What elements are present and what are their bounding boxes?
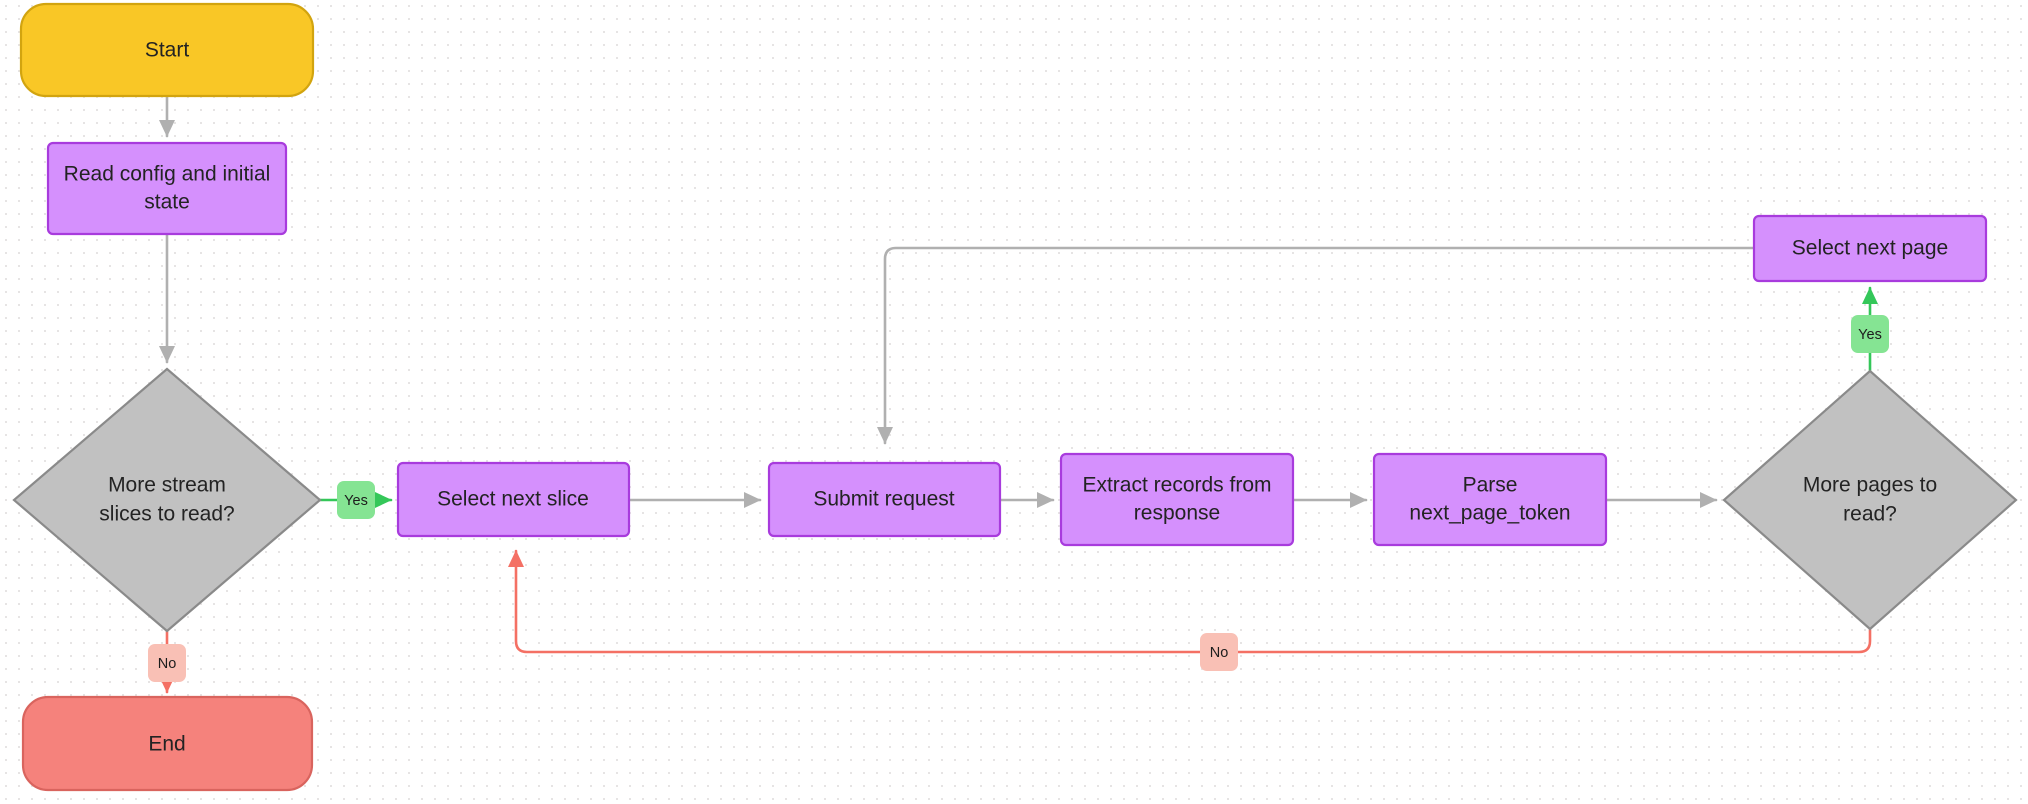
edges-layer (158, 95, 1879, 694)
node-more-slices-shape[interactable] (12, 367, 322, 633)
edge-label-no-more-slices-box[interactable] (148, 644, 186, 682)
edge-label-no-more-pages-box[interactable] (1200, 633, 1238, 671)
node-parse-token[interactable]: Parse next_page_token (1372, 452, 1608, 547)
nodes-layer: Start Read config and initial state More… (12, 2, 2018, 792)
node-start-shape[interactable] (19, 2, 315, 98)
edge-label-no-more-slices[interactable]: No (148, 644, 186, 682)
node-more-pages-shape[interactable] (1722, 369, 2018, 631)
node-extract[interactable]: Extract records from response (1059, 452, 1295, 547)
node-next-page[interactable]: Select next page (1752, 214, 1988, 283)
node-submit[interactable]: Submit request (767, 461, 1002, 538)
node-end[interactable]: End (21, 695, 314, 792)
node-extract-shape[interactable] (1059, 452, 1295, 547)
edge-more-pages-no-to-next-slice-loop[interactable] (507, 549, 1872, 654)
node-submit-shape[interactable] (767, 461, 1002, 538)
node-read-config-shape[interactable] (46, 141, 288, 236)
edge-label-yes-more-pages-box[interactable] (1851, 315, 1889, 353)
edge-label-yes-more-slices[interactable]: Yes (337, 481, 375, 519)
node-next-slice[interactable]: Select next slice (396, 461, 631, 538)
edge-label-no-more-pages[interactable]: No (1200, 633, 1238, 671)
node-parse-token-shape[interactable] (1372, 452, 1608, 547)
node-next-slice-shape[interactable] (396, 461, 631, 538)
edge-next-page-to-submit-loop[interactable] (876, 246, 1756, 445)
node-end-shape[interactable] (21, 695, 314, 792)
edge-label-yes-more-slices-box[interactable] (337, 481, 375, 519)
node-read-config[interactable]: Read config and initial state (46, 141, 288, 236)
node-more-slices[interactable]: More stream slices to read? (12, 367, 322, 633)
node-more-pages[interactable]: More pages to read? (1722, 369, 2018, 631)
node-start[interactable]: Start (19, 2, 315, 98)
node-next-page-shape[interactable] (1752, 214, 1988, 283)
edge-label-yes-more-pages[interactable]: Yes (1851, 315, 1889, 353)
